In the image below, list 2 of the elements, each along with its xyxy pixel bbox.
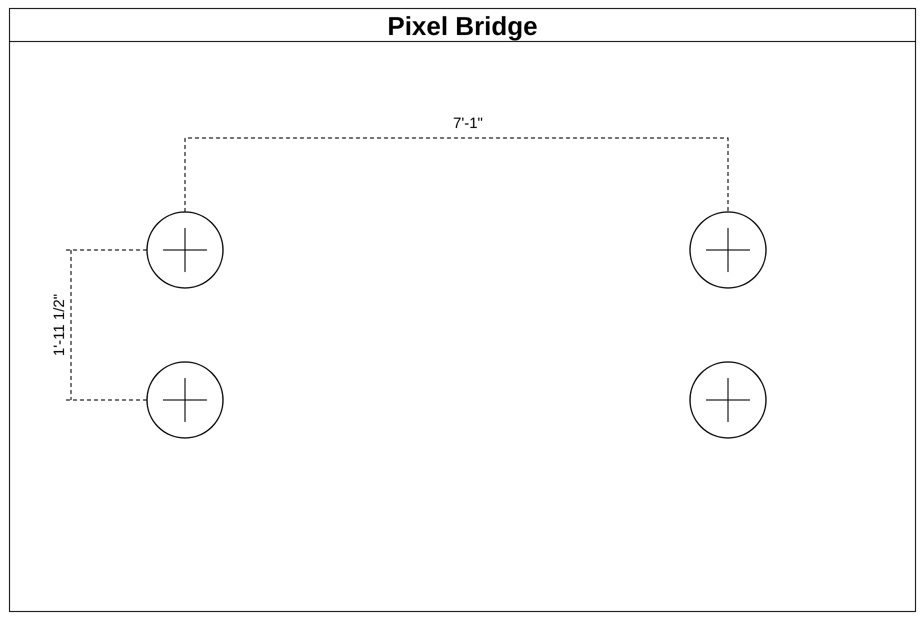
dimension-label: 7'-1" (453, 116, 483, 132)
dimension-label: 1'-11 1/2" (52, 294, 68, 356)
